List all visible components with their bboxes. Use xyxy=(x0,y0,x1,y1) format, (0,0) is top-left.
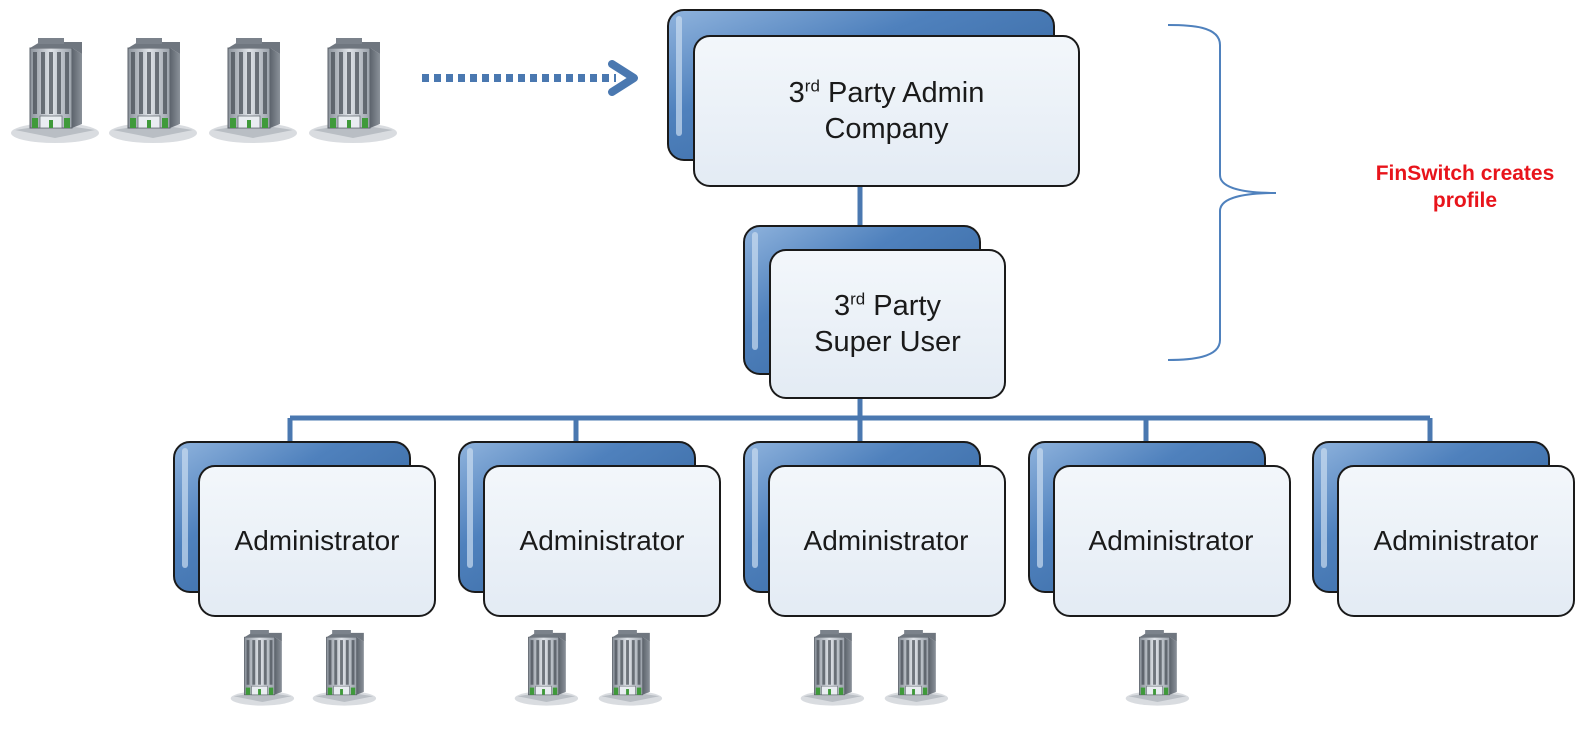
administrator-label: Administrator xyxy=(1373,525,1539,556)
office-building-icon xyxy=(309,38,397,143)
office-building-icon xyxy=(209,38,297,143)
super-user-ordinal: 3 xyxy=(833,290,851,322)
curly-brace xyxy=(1167,24,1277,361)
top-box-label: 3rd Party Admin Company xyxy=(694,36,1079,186)
connector-lines xyxy=(287,186,1433,442)
super-user-line1: 3rd Party xyxy=(834,288,941,324)
administrator-label: Administrator xyxy=(1088,525,1254,556)
administrator-box-highlight xyxy=(467,448,473,568)
office-building-icon xyxy=(884,630,949,706)
super-user-box xyxy=(743,225,1006,399)
administrator-box-highlight xyxy=(182,448,188,568)
administrator-box xyxy=(173,441,436,617)
office-building-icon xyxy=(514,630,579,706)
office-building-icon xyxy=(598,630,663,706)
office-building-icon xyxy=(1125,630,1190,706)
dotted-arrow xyxy=(422,60,638,96)
office-building-icon xyxy=(230,630,295,706)
super-user-line1-text: Party xyxy=(865,290,941,322)
administrator-box xyxy=(743,441,1006,617)
top-box-line1-text: Party Admin xyxy=(819,77,985,109)
top-box-ordinal-suffix: rd xyxy=(804,76,820,96)
administrator-label: Administrator xyxy=(234,525,400,556)
top-box-highlight xyxy=(676,16,682,136)
super-user-box-label: 3rd Party Super User xyxy=(770,250,1005,398)
super-user-box-front xyxy=(769,249,1006,399)
administrator-box-front xyxy=(483,465,721,617)
buildings-layer xyxy=(11,38,1190,706)
office-building-icon xyxy=(312,630,377,706)
administrator-box xyxy=(458,441,721,617)
top-box-front xyxy=(693,35,1080,187)
top-box xyxy=(667,9,1080,187)
office-building-icon xyxy=(11,38,99,143)
arrow-head-icon xyxy=(608,60,638,96)
super-user-box-highlight xyxy=(752,232,758,350)
top-box-line1: 3rd Party Admin xyxy=(789,75,985,111)
administrator-box xyxy=(1028,441,1291,617)
administrator-box-front xyxy=(1337,465,1575,617)
administrator-label: Administrator xyxy=(803,525,969,556)
administrator-box-front xyxy=(1053,465,1291,617)
finswitch-note-line2: profile xyxy=(1432,189,1498,212)
administrator-box xyxy=(1312,441,1575,617)
administrator-box-highlight xyxy=(1321,448,1327,568)
finswitch-note-line1: FinSwitch creates xyxy=(1375,162,1555,185)
office-building-icon xyxy=(109,38,197,143)
administrator-box-front xyxy=(768,465,1006,617)
administrator-box-front xyxy=(198,465,436,617)
super-user-line2: Super User xyxy=(814,326,961,358)
boxes-layer xyxy=(173,9,1575,617)
super-user-ordinal-suffix: rd xyxy=(850,289,866,309)
curly-brace-icon xyxy=(1167,24,1277,361)
administrator-label: Administrator xyxy=(519,525,685,556)
top-box-line2: Company xyxy=(824,113,949,145)
office-building-icon xyxy=(800,630,865,706)
administrator-box-highlight xyxy=(1037,448,1043,568)
administrator-box-highlight xyxy=(752,448,758,568)
top-box-ordinal: 3 xyxy=(788,77,805,109)
finswitch-note: FinSwitch creates profile xyxy=(1340,160,1583,214)
